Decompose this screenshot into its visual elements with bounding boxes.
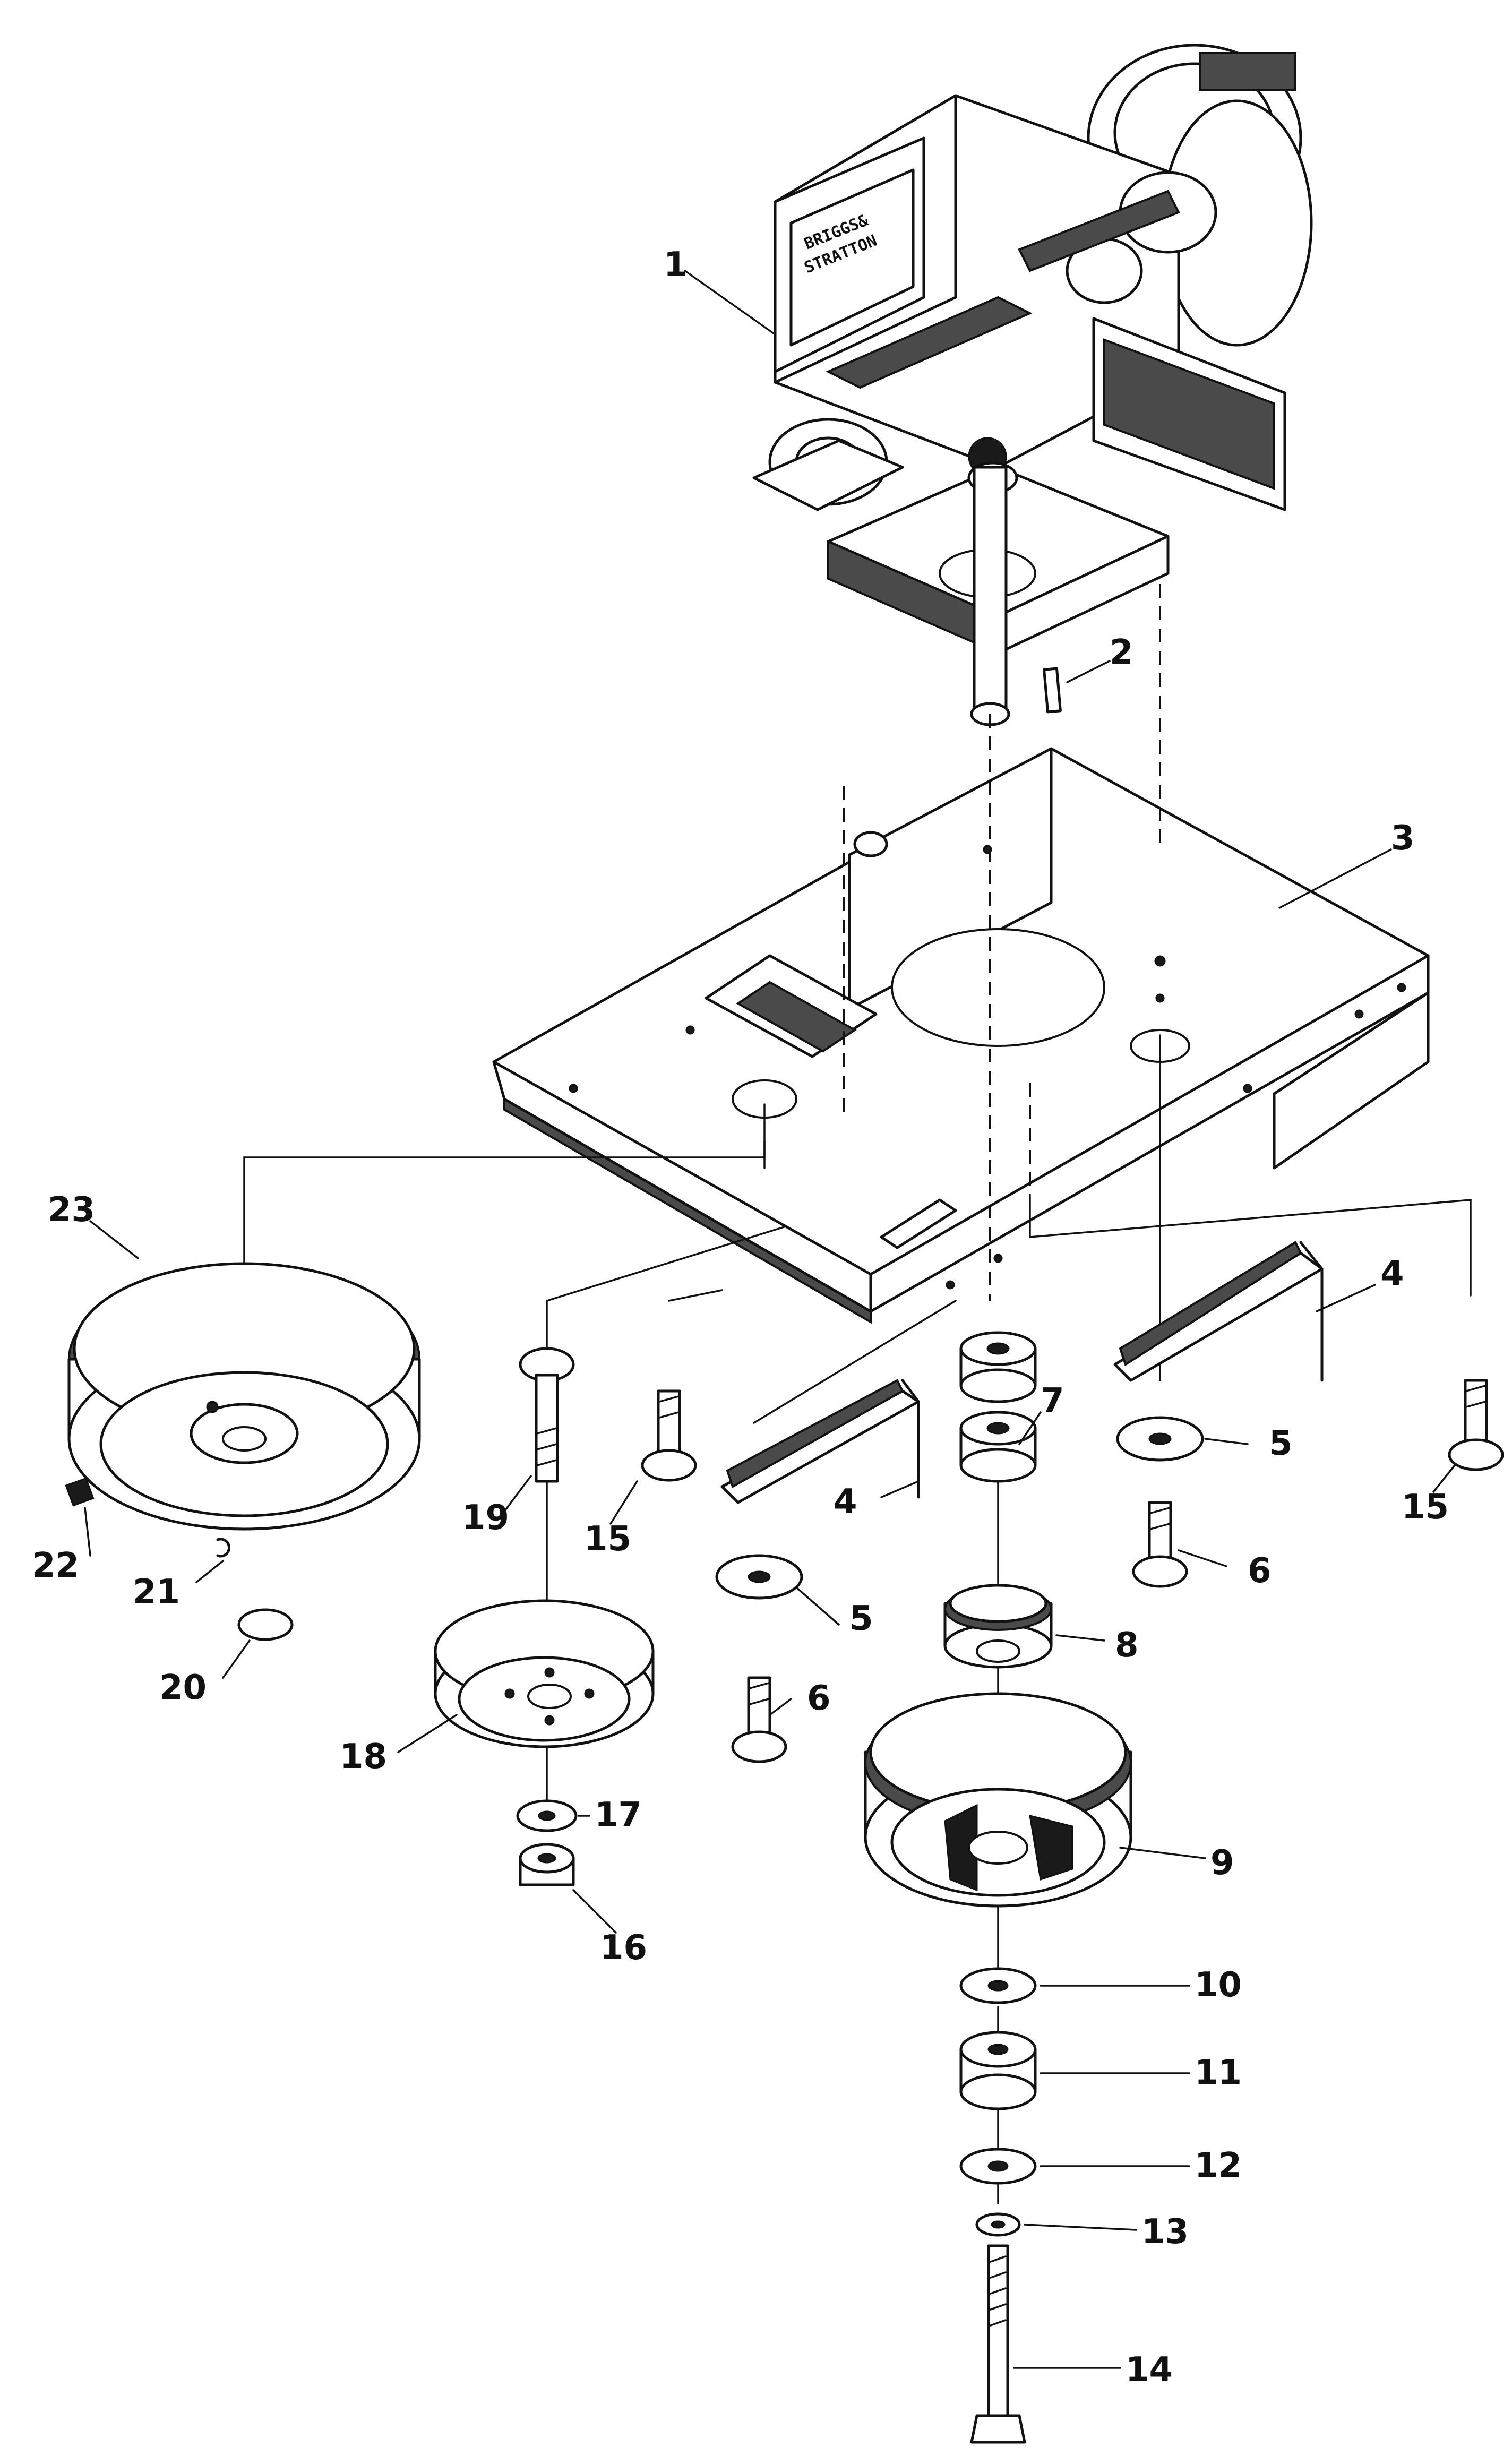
callout-15-right: 15	[1402, 1488, 1449, 1527]
washer-10	[959, 1967, 1037, 2004]
callout-4-right: 4	[1380, 1254, 1404, 1293]
washer-5-right	[1116, 1416, 1204, 1462]
bolt-14	[970, 2244, 1026, 2444]
callout-11: 11	[1195, 2053, 1242, 2092]
retainer-20	[237, 1608, 294, 1641]
idler-pulley-18	[434, 1599, 655, 1748]
lock-washer-13	[975, 2212, 1021, 2237]
callout-23: 23	[48, 1190, 95, 1230]
callout-21: 21	[133, 1573, 180, 1612]
washer-5-left	[715, 1554, 803, 1600]
callout-16: 16	[600, 1928, 647, 1968]
mounting-deck	[492, 747, 1430, 1324]
drive-pulley-large	[864, 1692, 1132, 1908]
bracket-4-left	[720, 1379, 920, 1504]
nut-16	[519, 1843, 575, 1886]
bracket-4-right	[1113, 1241, 1324, 1382]
callout-18: 18	[340, 1737, 387, 1776]
callout-5-right: 5	[1269, 1424, 1293, 1463]
callout-leaders	[84, 270, 1456, 2369]
callout-14: 14	[1126, 2350, 1173, 2390]
set-screw-22	[65, 1477, 94, 1507]
washer-17	[516, 1799, 578, 1832]
pulley-23	[67, 1262, 421, 1531]
bolt-6-right	[1132, 1501, 1188, 1588]
bolt-19	[519, 1347, 575, 1483]
callout-6-left: 6	[807, 1679, 831, 1718]
key-21	[216, 1538, 230, 1558]
callout-4-left: 4	[834, 1482, 857, 1522]
washer-12	[959, 2148, 1037, 2185]
callout-19: 19	[462, 1498, 509, 1538]
callout-9: 9	[1210, 1843, 1234, 1883]
callout-10: 10	[1195, 1965, 1242, 2005]
assembly-centerlines	[243, 584, 1472, 2204]
callout-20: 20	[159, 1668, 207, 1707]
spacer-11	[959, 2031, 1037, 2110]
spacer-pair	[959, 1331, 1037, 1483]
callout-labels: 1 2 3 4 4 5 5 6 6 7 8 9 10 11 12 13 14 1…	[32, 245, 1449, 2390]
callout-22: 22	[32, 1546, 79, 1585]
callout-2: 2	[1110, 633, 1133, 672]
callout-15-left: 15	[584, 1520, 631, 1559]
callout-6-right: 6	[1248, 1551, 1272, 1591]
drive-pulley-small	[943, 1584, 1053, 1669]
callout-7: 7	[1041, 1381, 1064, 1421]
callout-1: 1	[664, 245, 688, 285]
callout-17: 17	[595, 1796, 642, 1835]
callout-3: 3	[1391, 819, 1415, 858]
callout-5-left: 5	[849, 1599, 873, 1638]
callout-8: 8	[1115, 1626, 1139, 1665]
bolt-15-right	[1448, 1379, 1504, 1471]
bolt-6-left	[731, 1676, 787, 1763]
bolt-15-left	[641, 1389, 697, 1482]
engine-assembly: BRIGGS& STRATTON	[752, 44, 1313, 726]
shaft-key	[1043, 667, 1062, 714]
callout-13: 13	[1141, 2212, 1189, 2252]
callout-12: 12	[1195, 2146, 1242, 2185]
